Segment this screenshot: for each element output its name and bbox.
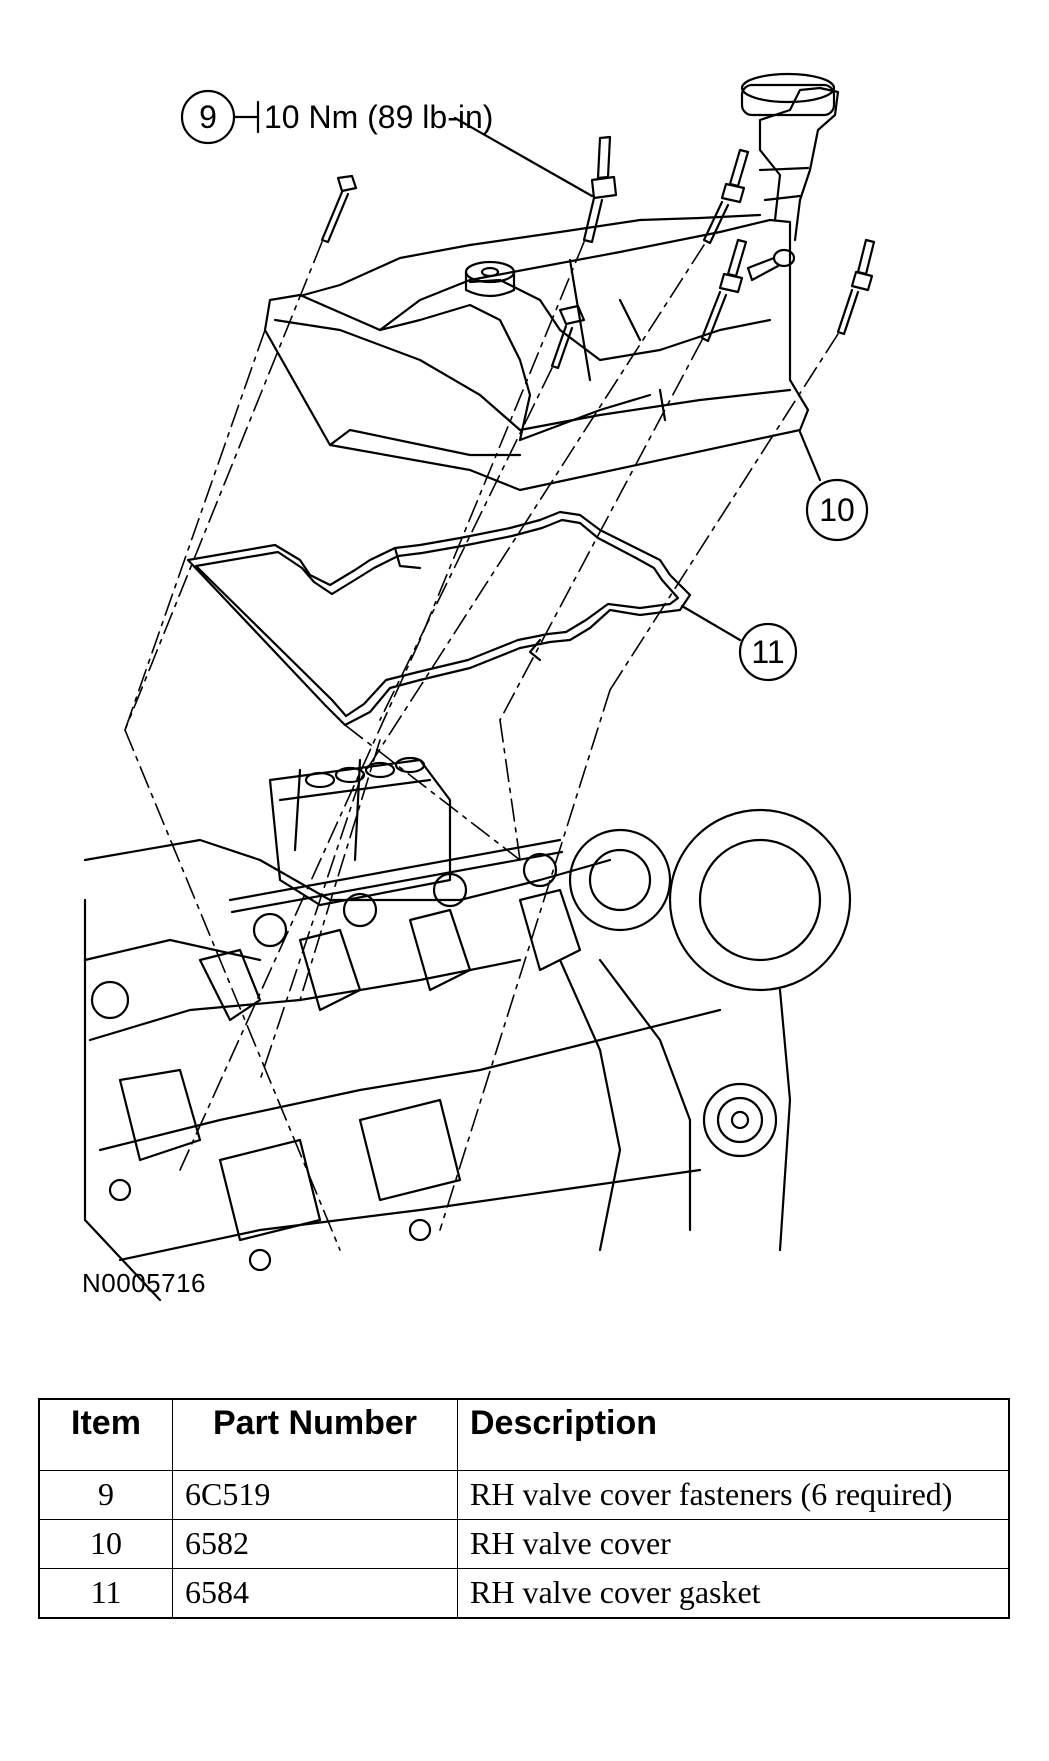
header-item: Item [38,1398,173,1471]
valve-cover [263,72,840,492]
cell-description: RH valve cover gasket [457,1568,1010,1619]
alignment-lines [124,241,839,1251]
exploded-view-diagram: 9 10 Nm (89 lb-in) 10 11 [83,72,876,1302]
cell-part-number: 6582 [172,1519,458,1569]
header-part-number: Part Number [172,1398,458,1471]
callout-10-circle [805,478,869,542]
callout-9 [180,89,594,198]
header-description: Description [457,1398,1010,1471]
parts-table: Item Part Number Description 9 6C519 RH … [38,1398,1010,1619]
callout-10-label: 10 [819,492,855,528]
figure-id: N0005716 [82,1268,206,1298]
cell-item: 10 [38,1519,173,1569]
callout-10 [798,430,869,542]
fastener [582,135,618,244]
valve-cover-gasket [186,510,692,727]
torque-spec: 10 Nm (89 lb-in) [264,99,493,135]
cell-part-number: 6C519 [172,1470,458,1520]
callout-11 [680,604,798,682]
fasteners [320,135,876,370]
cell-item: 11 [38,1568,173,1619]
cell-description: RH valve cover fasteners (6 required) [457,1470,1010,1520]
cell-description: RH valve cover [457,1519,1010,1569]
cell-part-number: 6584 [172,1568,458,1619]
callout-9-label: 9 [199,99,217,135]
fastener [550,304,586,370]
table-row: 9 6C519 RH valve cover fasteners (6 requ… [38,1470,1010,1520]
callout-11-circle [738,622,798,682]
cell-item: 9 [38,1470,173,1520]
table-row: 11 6584 RH valve cover gasket [38,1568,1010,1619]
fastener [320,174,358,244]
fastener [702,148,750,245]
engine-block [83,756,852,1302]
fastener [836,238,876,336]
table-row: 10 6582 RH valve cover [38,1519,1010,1569]
callout-11-label: 11 [751,634,784,670]
fastener [700,238,748,343]
table-header-row: Item Part Number Description [38,1398,1010,1471]
